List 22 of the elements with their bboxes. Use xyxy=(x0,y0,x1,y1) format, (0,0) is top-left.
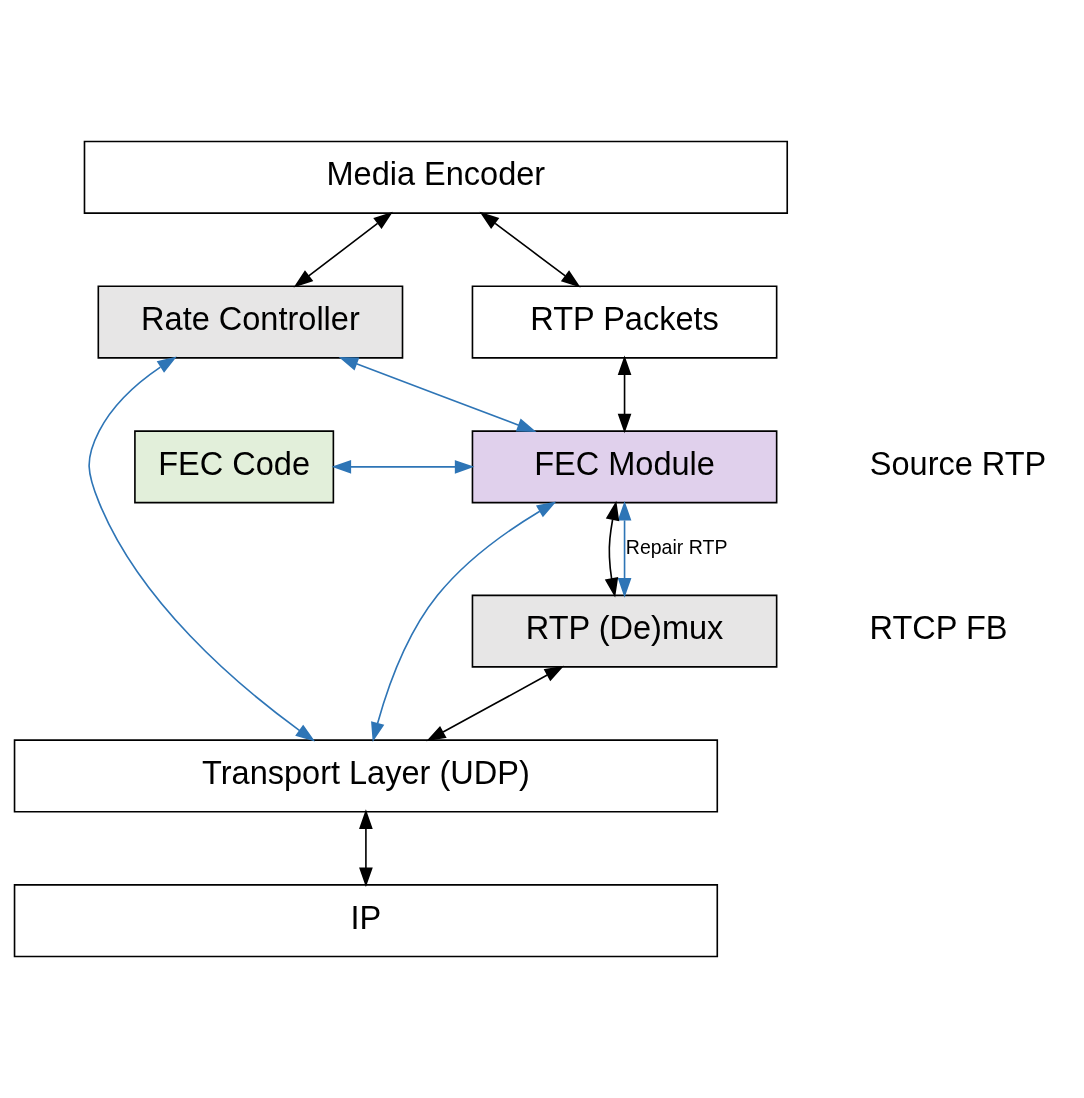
arrow xyxy=(338,357,537,432)
node-box: FEC Module xyxy=(471,430,778,504)
node-box: RTP (De)mux xyxy=(471,594,778,668)
node-box: Transport Layer (UDP) xyxy=(13,739,719,813)
node-box: Media Encoder xyxy=(83,140,789,214)
arrow xyxy=(479,211,581,288)
node-box: Rate Controller xyxy=(97,285,404,359)
arrow xyxy=(426,665,565,742)
node-box: IP xyxy=(13,884,719,958)
arrow xyxy=(617,355,632,434)
label: RTCP FB xyxy=(869,610,1008,647)
arrow xyxy=(617,500,632,598)
edge-label: Repair RTP xyxy=(625,536,728,559)
arrow xyxy=(371,501,557,742)
arrow xyxy=(293,211,393,288)
arrow xyxy=(604,500,620,598)
arrow xyxy=(88,356,316,742)
arrow xyxy=(331,460,475,474)
label: Source RTP xyxy=(869,445,1047,482)
arrow xyxy=(359,809,373,888)
node-box: FEC Code xyxy=(134,430,335,504)
node-box: RTP Packets xyxy=(471,285,778,359)
